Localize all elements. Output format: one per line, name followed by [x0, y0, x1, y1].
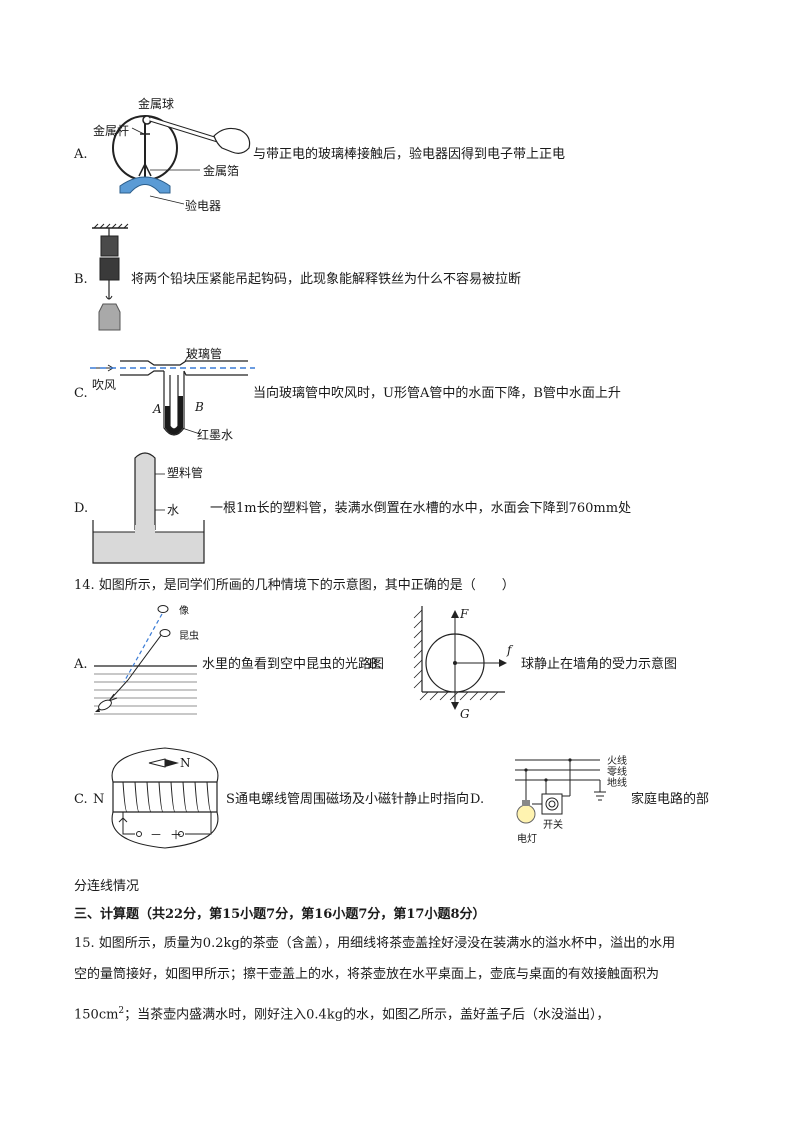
option-d-text: 一根1m长的塑料管，装满水倒置在水槽的水中，水面会下降到760mm处 — [210, 501, 632, 516]
household-circuit-figure — [510, 758, 630, 846]
q14-option-letter-b: B. — [368, 657, 382, 672]
electroscope-figure — [92, 96, 262, 216]
u-tube-figure — [90, 346, 260, 446]
option-b-text: 将两个铅块压紧能吊起钩码，此现象能解释铁丝为什么不容易被拉断 — [131, 272, 522, 287]
label-neutral-wire: 零线 — [607, 767, 627, 778]
label-force-f: F — [460, 607, 469, 621]
label-tube-b: B — [195, 400, 204, 414]
q14-option-d-text-cont: 分连线情况 — [74, 879, 140, 894]
q14-option-a-text: 水里的鱼看到空中昆虫的光路图 — [202, 657, 385, 672]
label-ground-wire: 地线 — [607, 778, 627, 789]
label-metal-rod: 金属杆 — [93, 124, 130, 138]
label-gravity-g: G — [460, 707, 470, 721]
label-metal-foil: 金属箔 — [203, 164, 240, 178]
solenoid-figure — [95, 742, 235, 854]
section-3-heading: 三、计算题（共22分，第15小题7分，第16小题7分，第17小题8分） — [74, 907, 486, 922]
label-lamp: 电灯 — [517, 834, 537, 845]
label-minus: － — [150, 828, 163, 842]
label-electroscope: 验电器 — [185, 199, 222, 213]
q15-line-3-rest: ；当茶壶内盛满水时，刚好注入0.4kg的水，如图乙所示，盖好盖子后（水没溢出）， — [124, 1007, 610, 1023]
label-switch: 开关 — [543, 820, 563, 831]
q14-option-b-text: 球静止在墙角的受力示意图 — [521, 657, 678, 672]
label-metal-ball: 金属球 — [138, 97, 175, 111]
q14-option-letter-a: A. — [74, 657, 88, 672]
q15-line-3: 150cm2；当茶壶内盛满水时，刚好注入0.4kg的水，如图乙所示，盖好盖子后（… — [74, 1003, 610, 1023]
lead-blocks-figure — [92, 224, 132, 339]
label-insect: 昆虫 — [179, 631, 199, 642]
option-letter-b: B. — [74, 272, 88, 287]
label-blow-air: 吹风 — [92, 378, 117, 392]
option-c-text: 当向玻璃管中吹风时，U形管A管中的水面下降，B管中水面上升 — [253, 386, 621, 401]
label-plus: ＋ — [170, 828, 183, 842]
question-14-stem: 14. 如图所示，是同学们所画的几种情境下的示意图，其中正确的是（ ） — [74, 578, 515, 593]
label-compass-n: N — [180, 756, 191, 770]
label-image: 像 — [179, 606, 189, 617]
label-solenoid-s: S — [226, 792, 235, 807]
label-plastic-pipe: 塑料管 — [167, 466, 204, 480]
option-letter-c: C. — [74, 386, 88, 401]
q14-option-letter-c: C. — [74, 792, 88, 807]
q15-area-exponent: 2 — [118, 1006, 125, 1016]
q14-option-letter-d: D. — [470, 792, 485, 807]
option-letter-a: A. — [74, 147, 88, 162]
q15-area-value: 150cm — [74, 1007, 119, 1023]
label-glass-tube: 玻璃管 — [186, 347, 223, 361]
option-letter-d: D. — [74, 501, 89, 516]
option-a-text: 与带正电的玻璃棒接触后，验电器因得到电子带上正电 — [253, 147, 566, 162]
label-water: 水 — [167, 503, 180, 517]
label-red-ink: 红墨水 — [197, 428, 234, 442]
label-solenoid-n: N — [93, 792, 105, 807]
plastic-pipe-figure — [90, 450, 210, 570]
q15-line-1: 15. 如图所示，质量为0.2kg的茶壶（含盖），用细线将茶壶盖拴好浸没在装满水… — [74, 936, 676, 951]
label-live-wire: 火线 — [607, 756, 627, 767]
q14-option-c-text: 通电螺线管周围磁场及小磁针静止时指向 — [235, 792, 470, 807]
label-tube-a: A — [153, 402, 162, 416]
q15-line-2: 空的量筒接好，如图甲所示；擦干壶盖上的水，将茶壶放在水平桌面上，壶底与桌面的有效… — [74, 967, 660, 982]
q14-option-d-text: 家庭电路的部 — [631, 792, 710, 807]
ball-corner-force-figure — [410, 606, 507, 710]
label-friction-f: f — [507, 643, 512, 657]
fish-insect-figure — [94, 604, 197, 722]
